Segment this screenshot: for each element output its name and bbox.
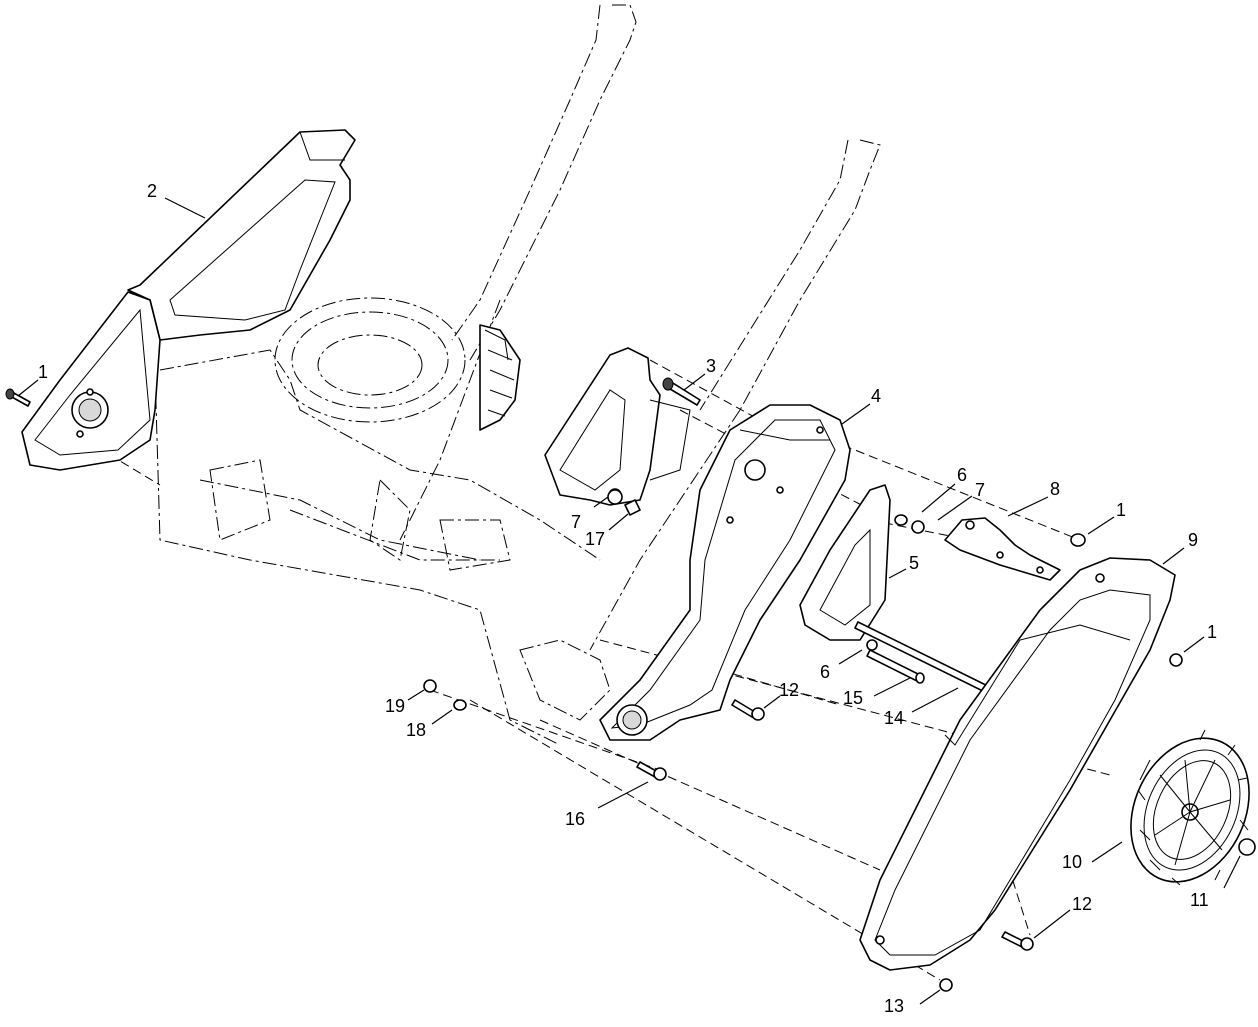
callout-1: 1 [1116,500,1126,520]
right-side-panel [599,404,851,741]
callout-8: 8 [1050,479,1060,499]
callout-11: 11 [1190,890,1209,910]
callout-13: 13 [884,996,904,1016]
callout-6: 6 [957,465,967,485]
bolt-3 [662,377,701,406]
callout-12: 12 [779,680,799,700]
plate-5 [799,484,891,641]
callout-19: 19 [385,696,405,716]
front-wheel [1130,729,1250,886]
callout-14: 14 [884,708,904,728]
bracket-8 [944,517,1061,581]
callout-15: 15 [843,688,863,708]
right-wheel-cover [859,557,1176,971]
callout-7: 7 [571,512,581,532]
callout-2: 2 [147,181,157,201]
callout-1: 1 [1207,622,1217,642]
left-handle-bracket [21,129,356,471]
mid-bracket [544,347,691,514]
callout-4: 4 [871,386,881,406]
pin-15 [866,649,925,684]
handle-phantom-lines [154,4,881,746]
callout-16: 16 [565,809,585,829]
callout-7: 7 [975,480,985,500]
callout-9: 9 [1188,530,1198,550]
callout-3: 3 [706,356,716,376]
callout-6: 6 [820,662,830,682]
fasteners [5,388,1256,992]
callout-1: 1 [38,362,48,382]
callout-17: 17 [585,529,605,549]
callout-18: 18 [406,720,426,740]
callout-10: 10 [1062,852,1082,872]
callout-12: 12 [1072,894,1092,914]
leader-lines [17,197,1241,1005]
rear-tire-partial [479,324,521,431]
callout-5: 5 [909,553,919,573]
